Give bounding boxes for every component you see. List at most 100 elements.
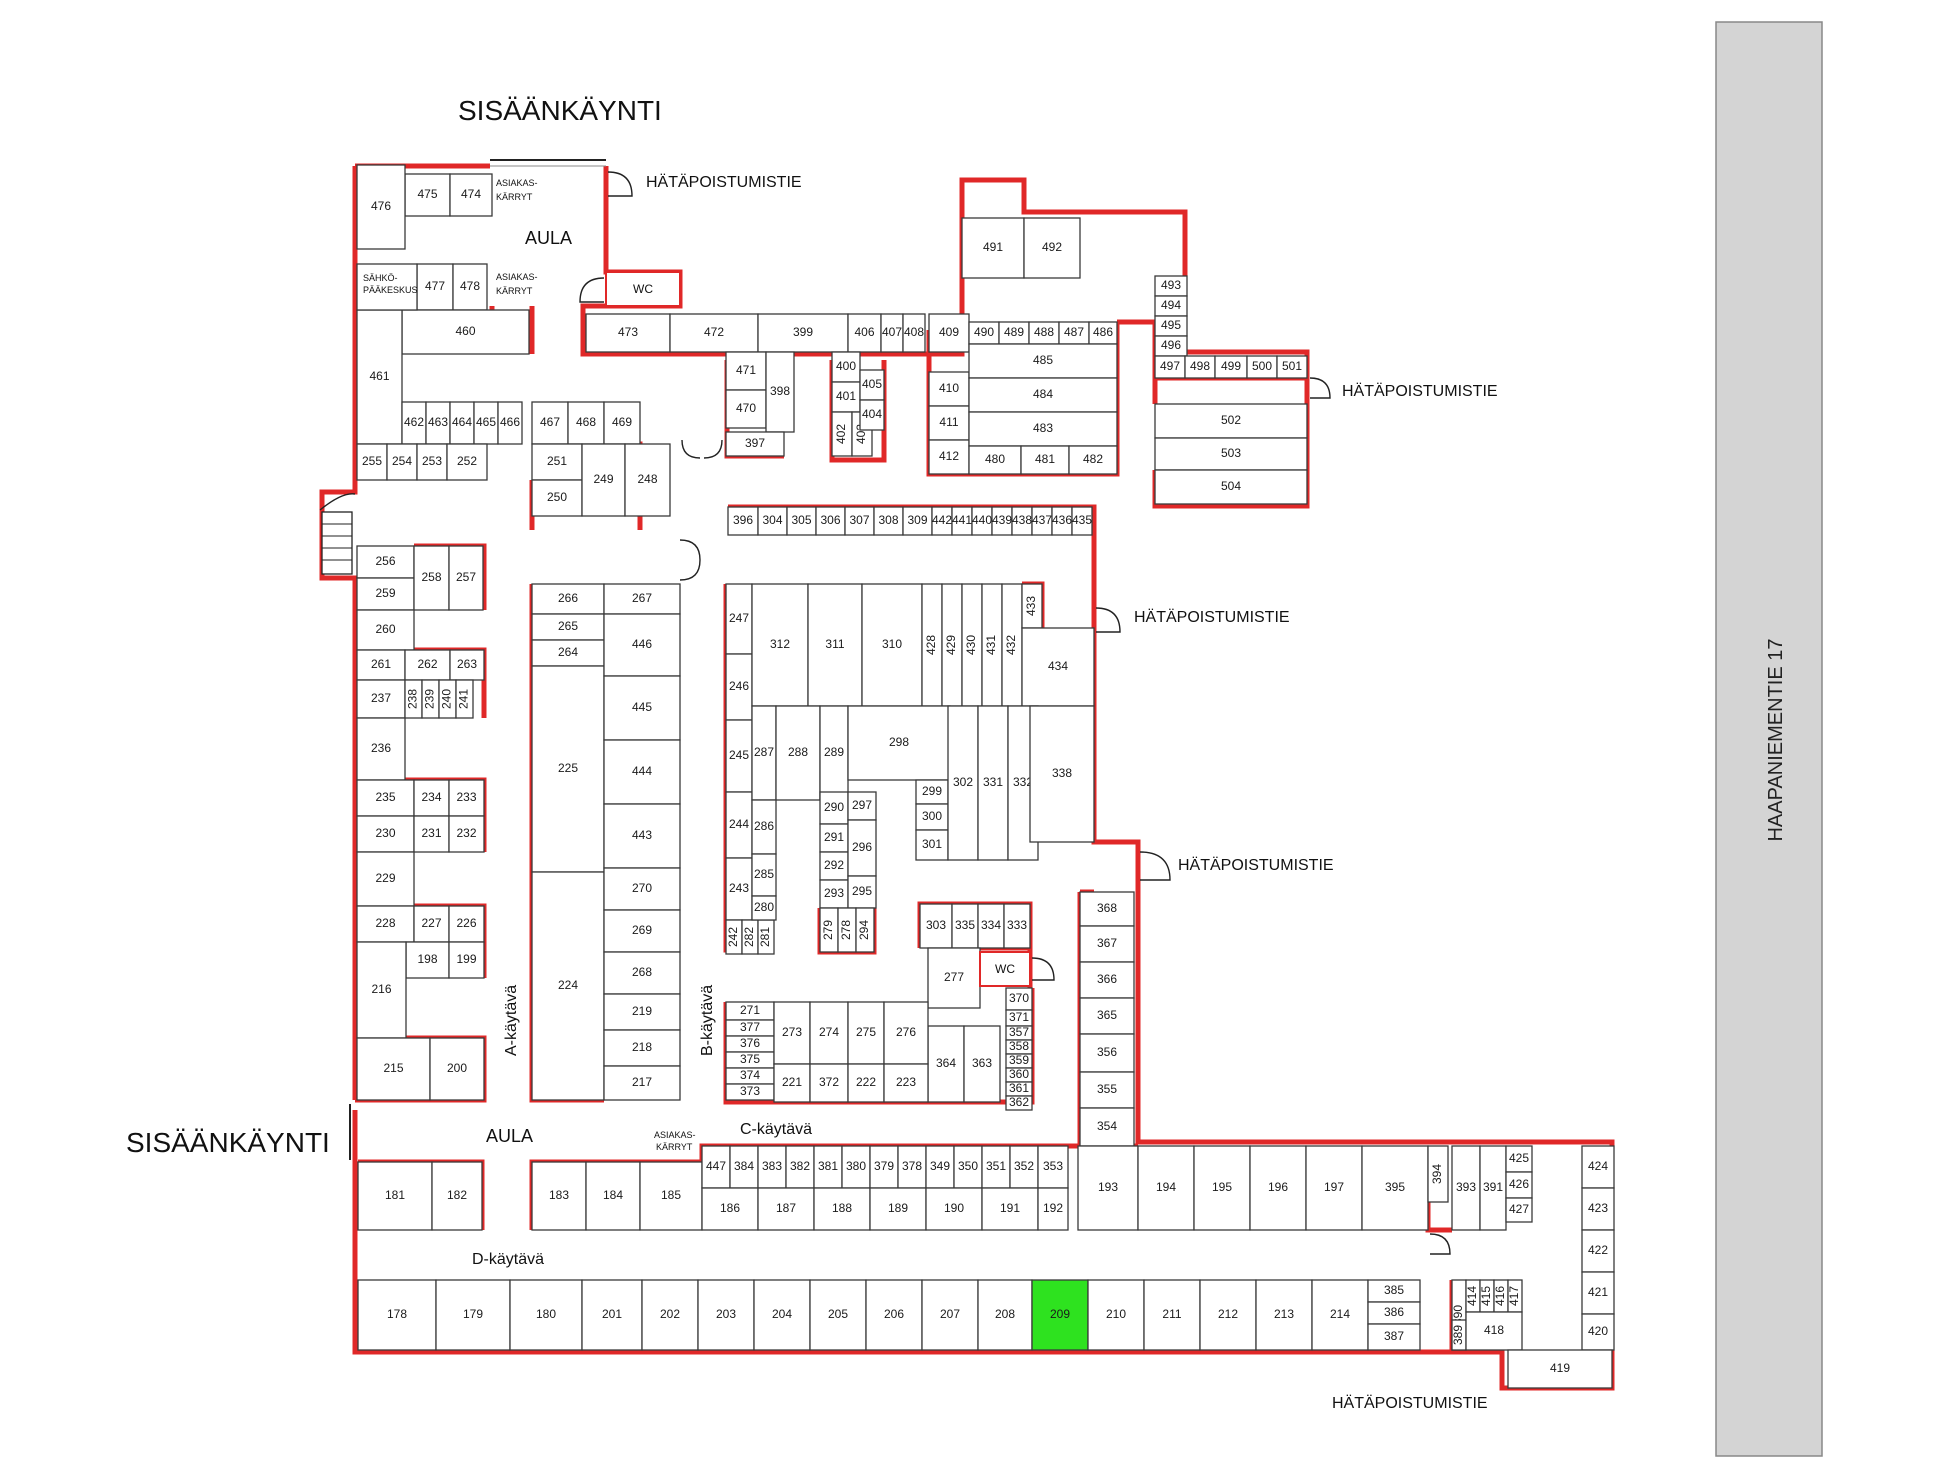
unit-440[interactable]: 440 [971,506,993,536]
unit-271[interactable]: 271 [725,1001,775,1021]
unit-184[interactable]: 184 [585,1161,641,1231]
unit-480[interactable]: 480 [968,445,1022,475]
unit-291[interactable]: 291 [819,823,849,853]
unit-244[interactable]: 244 [725,791,753,859]
unit-245[interactable]: 245 [725,719,753,793]
unit-290[interactable]: 290 [819,791,849,825]
unit-200[interactable]: 200 [429,1037,485,1101]
unit-367[interactable]: 367 [1079,925,1135,963]
unit-410[interactable]: 410 [928,371,970,407]
unit-396[interactable]: 396 [727,506,759,536]
unit-495[interactable]: 495 [1154,315,1188,337]
unit-417[interactable]: 417 [1507,1279,1523,1313]
unit-415[interactable]: 415 [1479,1279,1495,1313]
unit-443[interactable]: 443 [603,803,681,869]
unit-295[interactable]: 295 [847,875,877,909]
unit-465[interactable]: 465 [473,401,499,445]
unit-253[interactable]: 253 [416,443,448,481]
unit-349[interactable]: 349 [925,1145,955,1189]
unit-201[interactable]: 201 [581,1279,643,1351]
unit-307[interactable]: 307 [844,506,875,536]
unit-366[interactable]: 366 [1079,961,1135,999]
unit-412[interactable]: 412 [928,439,970,475]
unit-356[interactable]: 356 [1079,1033,1135,1073]
unit-444[interactable]: 444 [603,739,681,805]
unit-301[interactable]: 301 [915,829,949,861]
unit-309[interactable]: 309 [902,506,933,536]
unit-273[interactable]: 273 [773,1001,811,1065]
unit-311[interactable]: 311 [807,583,863,707]
unit-266[interactable]: 266 [531,583,605,615]
unit-351[interactable]: 351 [981,1145,1011,1189]
unit-430[interactable]: 430 [961,583,983,707]
unit-203[interactable]: 203 [697,1279,755,1351]
unit-190[interactable]: 190 [925,1187,983,1231]
unit-411[interactable]: 411 [928,405,970,441]
unit-243[interactable]: 243 [725,857,753,921]
unit-310[interactable]: 310 [861,583,923,707]
unit-355[interactable]: 355 [1079,1071,1135,1109]
unit-183[interactable]: 183 [531,1161,587,1231]
unit-195[interactable]: 195 [1193,1145,1251,1231]
unit-186[interactable]: 186 [701,1187,759,1231]
unit-224[interactable]: 224 [531,871,605,1101]
unit-485[interactable]: 485 [968,343,1118,379]
unit-179[interactable]: 179 [435,1279,511,1351]
unit-484[interactable]: 484 [968,377,1118,413]
unit-239[interactable]: 239 [421,679,440,719]
unit-472[interactable]: 472 [669,313,759,353]
unit-492[interactable]: 492 [1023,217,1081,279]
unit-384[interactable]: 384 [729,1145,759,1189]
unit-263[interactable]: 263 [449,649,485,681]
unit-418[interactable]: 418 [1465,1311,1523,1351]
unit-280[interactable]: 280 [751,895,777,921]
unit-380[interactable]: 380 [841,1145,871,1189]
unit-180[interactable]: 180 [509,1279,583,1351]
unit-218[interactable]: 218 [603,1029,681,1067]
unit-488[interactable]: 488 [1028,321,1060,345]
unit-361[interactable]: 361 [1005,1081,1033,1097]
unit-189[interactable]: 189 [869,1187,927,1231]
unit-400[interactable]: 400 [831,351,861,383]
unit-354[interactable]: 354 [1079,1107,1135,1147]
unit-276[interactable]: 276 [883,1001,929,1065]
unit-312[interactable]: 312 [751,583,809,707]
unit-208[interactable]: 208 [977,1279,1033,1351]
unit-379[interactable]: 379 [869,1145,899,1189]
unit-216[interactable]: 216 [356,941,407,1039]
unit-478[interactable]: 478 [452,263,488,311]
unit-219[interactable]: 219 [603,993,681,1031]
unit-198[interactable]: 198 [405,941,450,979]
unit-414[interactable]: 414 [1465,1279,1481,1313]
unit-446[interactable]: 446 [603,613,681,677]
unit-246[interactable]: 246 [725,653,753,721]
unit-445[interactable]: 445 [603,675,681,741]
unit-486[interactable]: 486 [1088,321,1118,345]
unit-274[interactable]: 274 [809,1001,849,1065]
unit-466[interactable]: 466 [497,401,523,445]
unit-368[interactable]: 368 [1079,891,1135,927]
unit-389[interactable]: 389 [1451,1319,1467,1351]
unit-281[interactable]: 281 [757,919,775,955]
unit-435[interactable]: 435 [1071,506,1093,536]
unit-463[interactable]: 463 [425,401,451,445]
unit-490[interactable]: 490 [968,321,1000,345]
unit-188[interactable]: 188 [813,1187,871,1231]
unit-232[interactable]: 232 [448,815,485,853]
unit-269[interactable]: 269 [603,909,681,953]
unit-373[interactable]: 373 [725,1083,775,1101]
unit-222[interactable]: 222 [847,1063,885,1103]
unit-381[interactable]: 381 [813,1145,843,1189]
unit-335[interactable]: 335 [951,903,979,949]
unit-279[interactable]: 279 [819,907,839,953]
unit-353[interactable]: 353 [1037,1145,1069,1189]
unit-404[interactable]: 404 [859,399,885,431]
unit-270[interactable]: 270 [603,867,681,911]
unit-260[interactable]: 260 [356,609,415,651]
unit-481[interactable]: 481 [1020,445,1070,475]
unit-385[interactable]: 385 [1367,1279,1421,1303]
unit-499[interactable]: 499 [1214,355,1248,379]
unit-422[interactable]: 422 [1581,1229,1615,1273]
unit-261[interactable]: 261 [356,649,406,681]
unit-429[interactable]: 429 [941,583,963,707]
